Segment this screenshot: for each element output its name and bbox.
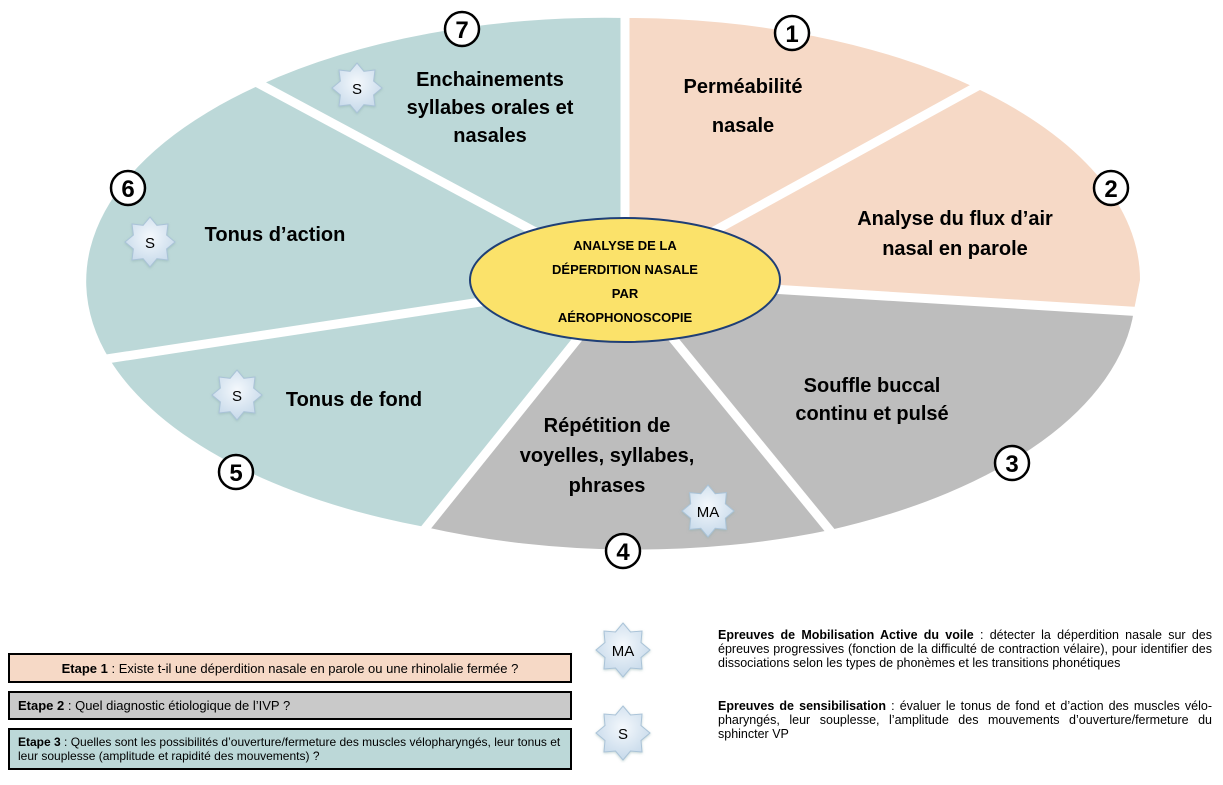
badge-s-text-segment-6: S [145, 235, 155, 252]
etape-3-text: : Quelles sont les possibilités d’ouvert… [18, 735, 561, 763]
etape-2-label: Etape 2 [18, 698, 65, 713]
badge-ma-text-segment-4: MA [697, 504, 720, 521]
number-circle-3: 3 [993, 444, 1031, 482]
number-circle-1: 1 [773, 14, 811, 52]
legend-s-description: Epreuves de sensibilisation : évaluer le… [718, 699, 1212, 741]
etape-1-box: Etape 1 : Existe t-il une déperdition na… [8, 653, 572, 683]
segment-2-label-line-1: Analyse du flux d’air [857, 208, 1053, 230]
badge-star-s-segment-7: S [331, 62, 383, 114]
legend-ma-description: Epreuves de Mobilisation Active du voile… [718, 628, 1212, 670]
segment-5-label-line-1: Tonus de fond [286, 389, 422, 411]
segment-1-label-line-2: nasale [712, 115, 774, 137]
segment-6-label-line-1: Tonus d’action [205, 224, 346, 246]
segment-4 [425, 280, 830, 550]
center-line-2: DÉPERDITION NASALE [552, 262, 698, 277]
center-line-4: AÉROPHONOSCOPIE [558, 310, 693, 325]
segment-4-label-line-2: voyelles, syllabes, [520, 445, 695, 467]
number-circle-6: 6 [109, 169, 147, 207]
number-5-text: 5 [229, 460, 242, 487]
number-circle-2: 2 [1092, 169, 1130, 207]
number-circle-4: 4 [604, 532, 642, 570]
number-6-text: 6 [121, 176, 134, 203]
segment-3-label-line-2: continu et pulsé [795, 403, 948, 425]
number-circle-5: 5 [217, 453, 255, 491]
badge-star-ma-segment-4: MA [681, 484, 735, 538]
segment-7-label-line-1: Enchainements [416, 69, 564, 91]
segment-4-label-line-1: Répétition de [544, 415, 671, 437]
badge-star-s-segment-6: S [124, 216, 176, 268]
legend-s-title: Epreuves de sensibilisation [718, 699, 886, 713]
legend-ma-title: Epreuves de Mobilisation Active du voile [718, 628, 974, 642]
legend-s-text: : évaluer le tonus de fond et d’action d… [718, 699, 1212, 741]
center-line-3: PAR [612, 286, 639, 301]
number-7-text: 7 [455, 17, 468, 44]
badge-star-s-segment-5: S [211, 369, 263, 421]
number-4-text: 4 [616, 539, 630, 566]
number-3-text: 3 [1005, 451, 1018, 478]
badge-s-text-segment-5: S [232, 388, 242, 405]
segment-7-label-line-2: syllabes orales et [407, 97, 574, 119]
segment-3-label-line-1: Souffle buccal [804, 375, 941, 397]
etape-3-box: Etape 3 : Quelles sont les possibilités … [8, 728, 572, 770]
number-1-text: 1 [785, 21, 798, 48]
legend-badge-s: S [595, 705, 651, 761]
segment-1-label-line-1: Perméabilité [684, 76, 803, 98]
legend-badge-ma-text: MA [612, 643, 635, 660]
segment-3 [625, 280, 1134, 530]
center-line-1: ANALYSE DE LA [573, 238, 677, 253]
segment-4-label-line-3: phrases [569, 475, 646, 497]
legend-badge-ma: MA [595, 622, 651, 678]
number-circle-7: 7 [443, 10, 481, 48]
diagram-ellipse: ANALYSE DE LA DÉPERDITION NASALE PAR AÉR… [86, 10, 1141, 570]
etape-2-box: Etape 2 : Quel diagnostic étiologique de… [8, 691, 572, 720]
badge-s-text-segment-7: S [352, 81, 362, 98]
etape-3-label: Etape 3 [18, 735, 61, 749]
legend-badge-s-text: S [618, 726, 628, 743]
number-2-text: 2 [1104, 176, 1117, 203]
segment-2-label-line-2: nasal en parole [882, 238, 1028, 260]
etape-1-label: Etape 1 [61, 660, 108, 676]
segment-7-label-line-3: nasales [453, 125, 526, 147]
segment-1 [625, 17, 976, 281]
etape-2-text: : Quel diagnostic étiologique de l’IVP ? [64, 698, 291, 713]
legend-ma-text: : détecter la déperdition nasale sur des… [718, 628, 1212, 670]
center-ellipse [469, 217, 781, 343]
etape-1-text: : Existe t-il une déperdition nasale en … [107, 660, 519, 676]
